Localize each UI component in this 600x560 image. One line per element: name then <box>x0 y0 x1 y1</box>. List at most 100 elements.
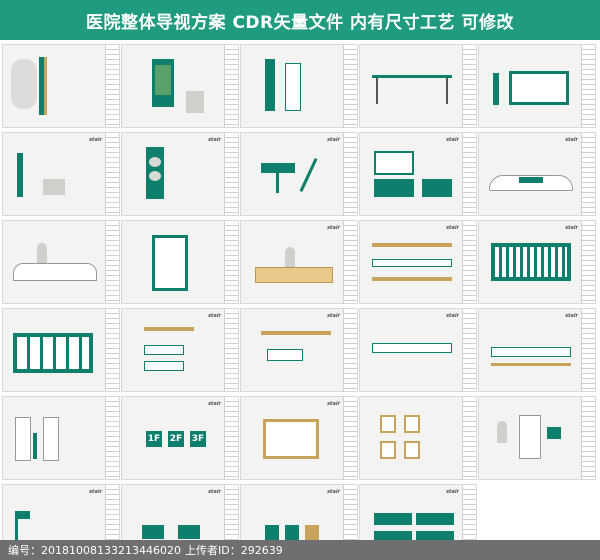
canopy-post <box>446 78 448 104</box>
brand-label: stair <box>89 137 102 143</box>
bed-sign <box>380 441 396 459</box>
frame-board <box>263 419 319 459</box>
wall-pylon <box>493 73 499 105</box>
brand-label: stair <box>565 137 578 143</box>
person-silhouette <box>37 243 47 263</box>
floor-sign-1: 1F <box>146 431 162 447</box>
sheet-hanging-signs[interactable]: stair <box>359 220 477 304</box>
hanging-sign <box>372 277 452 281</box>
sheet-reception-desk[interactable]: stair <box>478 132 596 216</box>
people-silhouette <box>186 91 204 113</box>
photo-wall-cells <box>17 337 89 369</box>
brand-label: stair <box>565 313 578 319</box>
car-silhouette <box>43 179 65 195</box>
bed-sign <box>404 415 420 433</box>
canopy-roof <box>372 75 452 78</box>
spec-table <box>581 221 595 303</box>
footer-bar: 编号： 20181008133213446020 上传者ID： 292639 <box>0 540 600 560</box>
sheet-wall-board[interactable] <box>478 44 596 128</box>
sheet-corridor-sign[interactable]: stair <box>359 308 477 392</box>
brand-label: stair <box>327 401 340 407</box>
sheet-map-board[interactable] <box>121 44 239 128</box>
elevator-door <box>15 417 31 461</box>
brand-label: stair <box>327 137 340 143</box>
toilet-sign <box>265 525 279 541</box>
direction-panel <box>261 163 295 173</box>
pylon-trim <box>44 57 47 115</box>
sheet-wayfinding-strip[interactable]: stair <box>478 308 596 392</box>
tree-silhouette <box>11 59 37 109</box>
sheet-service-counter[interactable]: stair <box>240 220 358 304</box>
spec-table <box>462 309 476 391</box>
department-plate <box>267 349 303 361</box>
brand-label: stair <box>327 225 340 231</box>
brand-label: stair <box>446 225 459 231</box>
wayfinding-strip <box>491 347 571 357</box>
spec-table <box>462 133 476 215</box>
sheet-room-sign[interactable] <box>478 396 596 480</box>
sheet-canopy[interactable] <box>359 44 477 128</box>
door-plate <box>144 327 194 331</box>
elevator-door <box>43 417 59 461</box>
spec-table <box>224 133 238 215</box>
spec-table <box>105 133 119 215</box>
sheet-elevator-signs[interactable] <box>2 396 120 480</box>
floor-sign-3: 3F <box>190 431 206 447</box>
brand-label: stair <box>208 401 221 407</box>
sheet-floor-numbers[interactable]: stair 1F 2F 3F <box>121 396 239 480</box>
sheet-frame-board[interactable]: stair <box>240 396 358 480</box>
warning-icon <box>149 157 161 167</box>
brand-label: stair <box>327 313 340 319</box>
spec-table <box>105 45 119 127</box>
sheet-door-plates[interactable]: stair <box>121 308 239 392</box>
banner-title: 医院整体导视方案 CDR矢量文件 内有尺寸工艺 可修改 <box>86 12 514 33</box>
footer-id-label: 编号： <box>8 544 41 557</box>
bed-sign <box>380 415 396 433</box>
sheet-entrance-sign[interactable]: stair <box>2 132 120 216</box>
gate-board-base <box>374 179 414 197</box>
hanging-sign <box>372 259 452 267</box>
spec-table <box>224 45 238 127</box>
brand-label: stair <box>208 137 221 143</box>
sheet-warning-sign[interactable]: stair <box>121 132 239 216</box>
directory-board <box>152 235 188 291</box>
spec-table <box>581 397 595 479</box>
reception-desk <box>13 263 97 281</box>
sheet-bed-numbers[interactable] <box>359 396 477 480</box>
footer-uploader-label: 上传者ID： <box>184 544 241 557</box>
toilet-sign <box>285 525 299 541</box>
sheet-department-sign[interactable]: stair <box>240 308 358 392</box>
brand-label: stair <box>446 313 459 319</box>
header-banner: 医院整体导视方案 CDR矢量文件 内有尺寸工艺 可修改 <box>0 0 600 40</box>
footer-uploader-value: 292639 <box>240 543 283 557</box>
reception-logo <box>519 177 543 183</box>
service-counter <box>255 267 333 283</box>
sheet-direction-sign[interactable]: stair <box>240 132 358 216</box>
sheet-notice-board[interactable]: stair <box>478 220 596 304</box>
gate-board-top <box>374 151 414 175</box>
thumbnail-grid: stair stair stair stair stair <box>0 40 600 560</box>
door-plate <box>144 345 184 355</box>
spec-table <box>581 45 595 127</box>
brand-label: stair <box>446 137 459 143</box>
sheet-directory-board[interactable] <box>121 220 239 304</box>
totem-detail <box>285 63 301 111</box>
sheet-totem[interactable] <box>240 44 358 128</box>
sheet-reception-view[interactable] <box>2 220 120 304</box>
floor-sign-2: 2F <box>168 431 184 447</box>
sheet-photo-wall[interactable] <box>2 308 120 392</box>
brand-label: stair <box>208 489 221 495</box>
spec-table <box>224 309 238 391</box>
sheet-pylon[interactable] <box>2 44 120 128</box>
wayfinding-trim <box>491 363 571 366</box>
outdoor-sign <box>178 525 200 539</box>
sheet-gate-board[interactable]: stair <box>359 132 477 216</box>
person-silhouette <box>497 421 507 443</box>
brand-label: stair <box>565 225 578 231</box>
room-sign <box>547 427 561 439</box>
spec-table <box>105 309 119 391</box>
direction-arm <box>299 158 318 192</box>
spec-table <box>581 309 595 391</box>
spec-table <box>343 133 357 215</box>
facade-flag <box>18 511 30 519</box>
